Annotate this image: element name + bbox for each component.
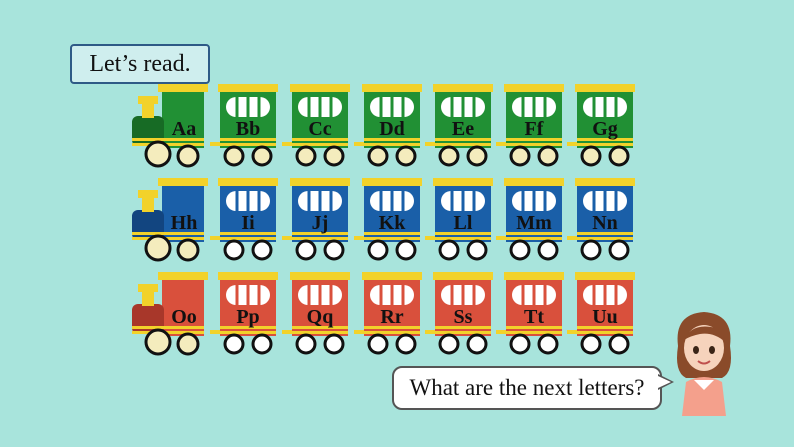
- girl-character-icon: [664, 306, 744, 416]
- car-letters: Ss: [453, 306, 473, 328]
- car-letters: Cc: [308, 118, 332, 140]
- car-letters: Ll: [453, 212, 473, 234]
- car-letters: Pp: [236, 306, 260, 328]
- speech-bubble: What are the next letters?: [392, 366, 674, 410]
- train-engine: Aa: [128, 82, 214, 172]
- instruction-label: Let’s read.: [70, 44, 210, 84]
- train-car: Rr: [354, 270, 424, 360]
- car-letters: Qq: [306, 306, 334, 328]
- train-car: Qq: [282, 270, 352, 360]
- train-car: Mm: [496, 176, 566, 266]
- train-car: Nn: [567, 176, 637, 266]
- train-row-blue: Hh Ii Jj Kk: [0, 176, 794, 266]
- car-letters: Gg: [592, 118, 618, 140]
- train-car: Dd: [354, 82, 424, 172]
- train-car: Bb: [210, 82, 280, 172]
- train-car: Ll: [425, 176, 495, 266]
- train-car: Pp: [210, 270, 280, 360]
- car-letters: Bb: [235, 118, 261, 140]
- car-letters: Rr: [380, 306, 404, 328]
- car-letters: Nn: [592, 212, 618, 234]
- car-letters: Jj: [311, 212, 329, 234]
- car-letters: Kk: [378, 212, 406, 234]
- car-letters: Ee: [451, 118, 475, 140]
- engine-letters: Oo: [171, 306, 197, 328]
- car-letters: Ii: [241, 212, 255, 234]
- train-engine: Hh: [128, 176, 214, 266]
- train-car: Ee: [425, 82, 495, 172]
- train-car: Ss: [425, 270, 495, 360]
- train-car: Uu: [567, 270, 637, 360]
- car-letters: Dd: [379, 118, 405, 140]
- train-row-green: Aa Bb Cc Dd: [0, 82, 794, 172]
- car-letters: Tt: [524, 306, 544, 328]
- train-car: Kk: [354, 176, 424, 266]
- car-letters: Ff: [524, 118, 544, 140]
- train-car: Jj: [282, 176, 352, 266]
- car-letters: Uu: [592, 306, 618, 328]
- train-car: Cc: [282, 82, 352, 172]
- train-row-red: Oo Pp Qq Rr: [0, 270, 794, 360]
- train-car: Ff: [496, 82, 566, 172]
- engine-letters: Hh: [170, 212, 198, 234]
- train-car: Gg: [567, 82, 637, 172]
- train-car: Ii: [210, 176, 280, 266]
- train-car: Tt: [496, 270, 566, 360]
- train-engine: Oo: [128, 270, 214, 360]
- engine-letters: Aa: [171, 118, 197, 140]
- car-letters: Mm: [516, 212, 552, 234]
